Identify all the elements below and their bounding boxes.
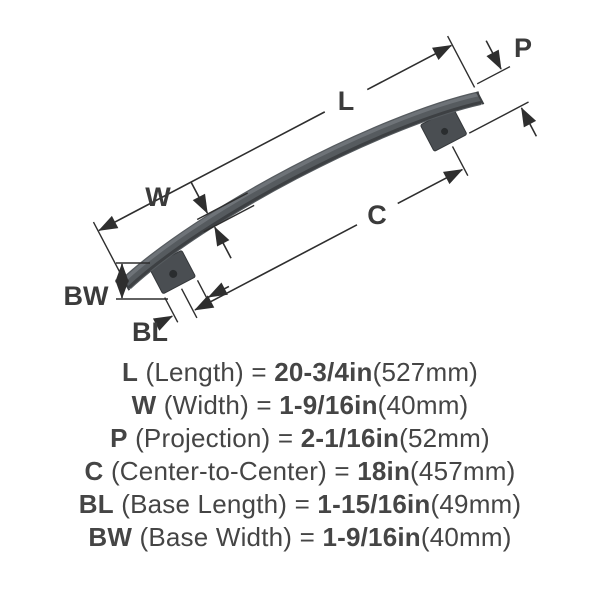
legend-row-base-width: BW (Base Width) = 1-9/16in(40mm) (0, 521, 600, 554)
dim-line (190, 181, 209, 214)
dim-base-length (152, 280, 230, 331)
extension-line (164, 297, 179, 323)
dim-base-width (115, 262, 168, 300)
extension-line (203, 204, 255, 233)
legend-value: 1-9/16in (322, 522, 421, 552)
dim-line (152, 315, 174, 331)
legend-metric: (527mm) (372, 357, 479, 387)
dim-line (366, 44, 453, 91)
dim-projection (468, 40, 538, 137)
legend-equals: = (334, 456, 350, 486)
legend-row-width: W (Width) = 1-9/16in(40mm) (0, 389, 600, 422)
extension-line (476, 65, 511, 85)
legend-abbr: W (131, 390, 157, 420)
legend-value: 1-15/16in (317, 489, 431, 519)
label-projection: P (514, 33, 532, 63)
legend-value: 18in (357, 456, 411, 486)
legend-value: 20-3/4in (274, 357, 373, 387)
legend-metric: (52mm) (399, 423, 490, 453)
dim-line (98, 111, 326, 232)
dim-center-to-center (180, 146, 469, 319)
legend-name: (Projection) (135, 423, 271, 453)
measurement-legend: L (Length) = 20-3/4in(527mm) W (Width) =… (0, 356, 600, 554)
legend-row-center-to-center: C (Center-to-Center) = 18in(457mm) (0, 455, 600, 488)
legend-metric: (40mm) (377, 390, 469, 420)
handle-group (92, 35, 538, 331)
legend-abbr: L (121, 357, 139, 387)
extension-line (92, 221, 122, 274)
extension-line (180, 288, 198, 319)
right-screw-hole (441, 127, 449, 135)
legend-metric: (49mm) (430, 489, 522, 519)
label-base-width: BW (64, 281, 109, 311)
legend-metric: (457mm) (410, 456, 516, 486)
legend-equals: = (294, 489, 310, 519)
left-screw-hole (169, 269, 178, 278)
label-width: W (145, 182, 171, 212)
extension-line (446, 35, 476, 88)
label-center: C (367, 200, 387, 230)
dim-line (207, 282, 230, 298)
legend-abbr: C (84, 456, 104, 486)
label-base-length: BL (132, 317, 168, 347)
legend-name: (Width) (163, 390, 249, 420)
legend-row-length: L (Length) = 20-3/4in(527mm) (0, 356, 600, 389)
legend-abbr: BW (88, 522, 133, 552)
legend-equals: = (256, 390, 272, 420)
dim-line (397, 168, 464, 205)
legend-metric: (40mm) (420, 522, 512, 552)
dim-line (520, 107, 538, 137)
dimension-labels: P L W C BW BL (64, 33, 533, 347)
dim-line (485, 40, 502, 70)
legend-equals: = (251, 357, 267, 387)
handle-bar-shadow (127, 100, 483, 290)
legend-name: (Length) (145, 357, 244, 387)
dim-width (190, 181, 255, 259)
extension-line (451, 146, 469, 177)
legend-value: 2-1/16in (300, 423, 400, 453)
legend-name: (Center-to-Center) (110, 456, 327, 486)
dim-line (214, 226, 232, 259)
extension-line (468, 101, 529, 134)
extension-line (196, 280, 212, 306)
dim-length (92, 35, 476, 274)
legend-abbr: BL (78, 489, 114, 519)
legend-row-projection: P (Projection) = 2-1/16in(52mm) (0, 422, 600, 455)
handle-bar (121, 91, 482, 290)
handle-bar-highlight (122, 92, 479, 282)
dim-line (194, 224, 358, 311)
legend-abbr: P (110, 423, 128, 453)
legend-row-base-length: BL (Base Length) = 1-15/16in(49mm) (0, 488, 600, 521)
legend-equals: = (277, 423, 294, 453)
legend-equals: = (299, 522, 315, 552)
extension-line (196, 192, 248, 221)
legend-value: 1-9/16in (279, 390, 378, 420)
label-length: L (338, 86, 355, 116)
legend-name: (Base Length) (121, 489, 288, 519)
legend-name: (Base Width) (139, 522, 293, 552)
handle-dimension-drawing: P L W C BW BL (64, 33, 538, 347)
